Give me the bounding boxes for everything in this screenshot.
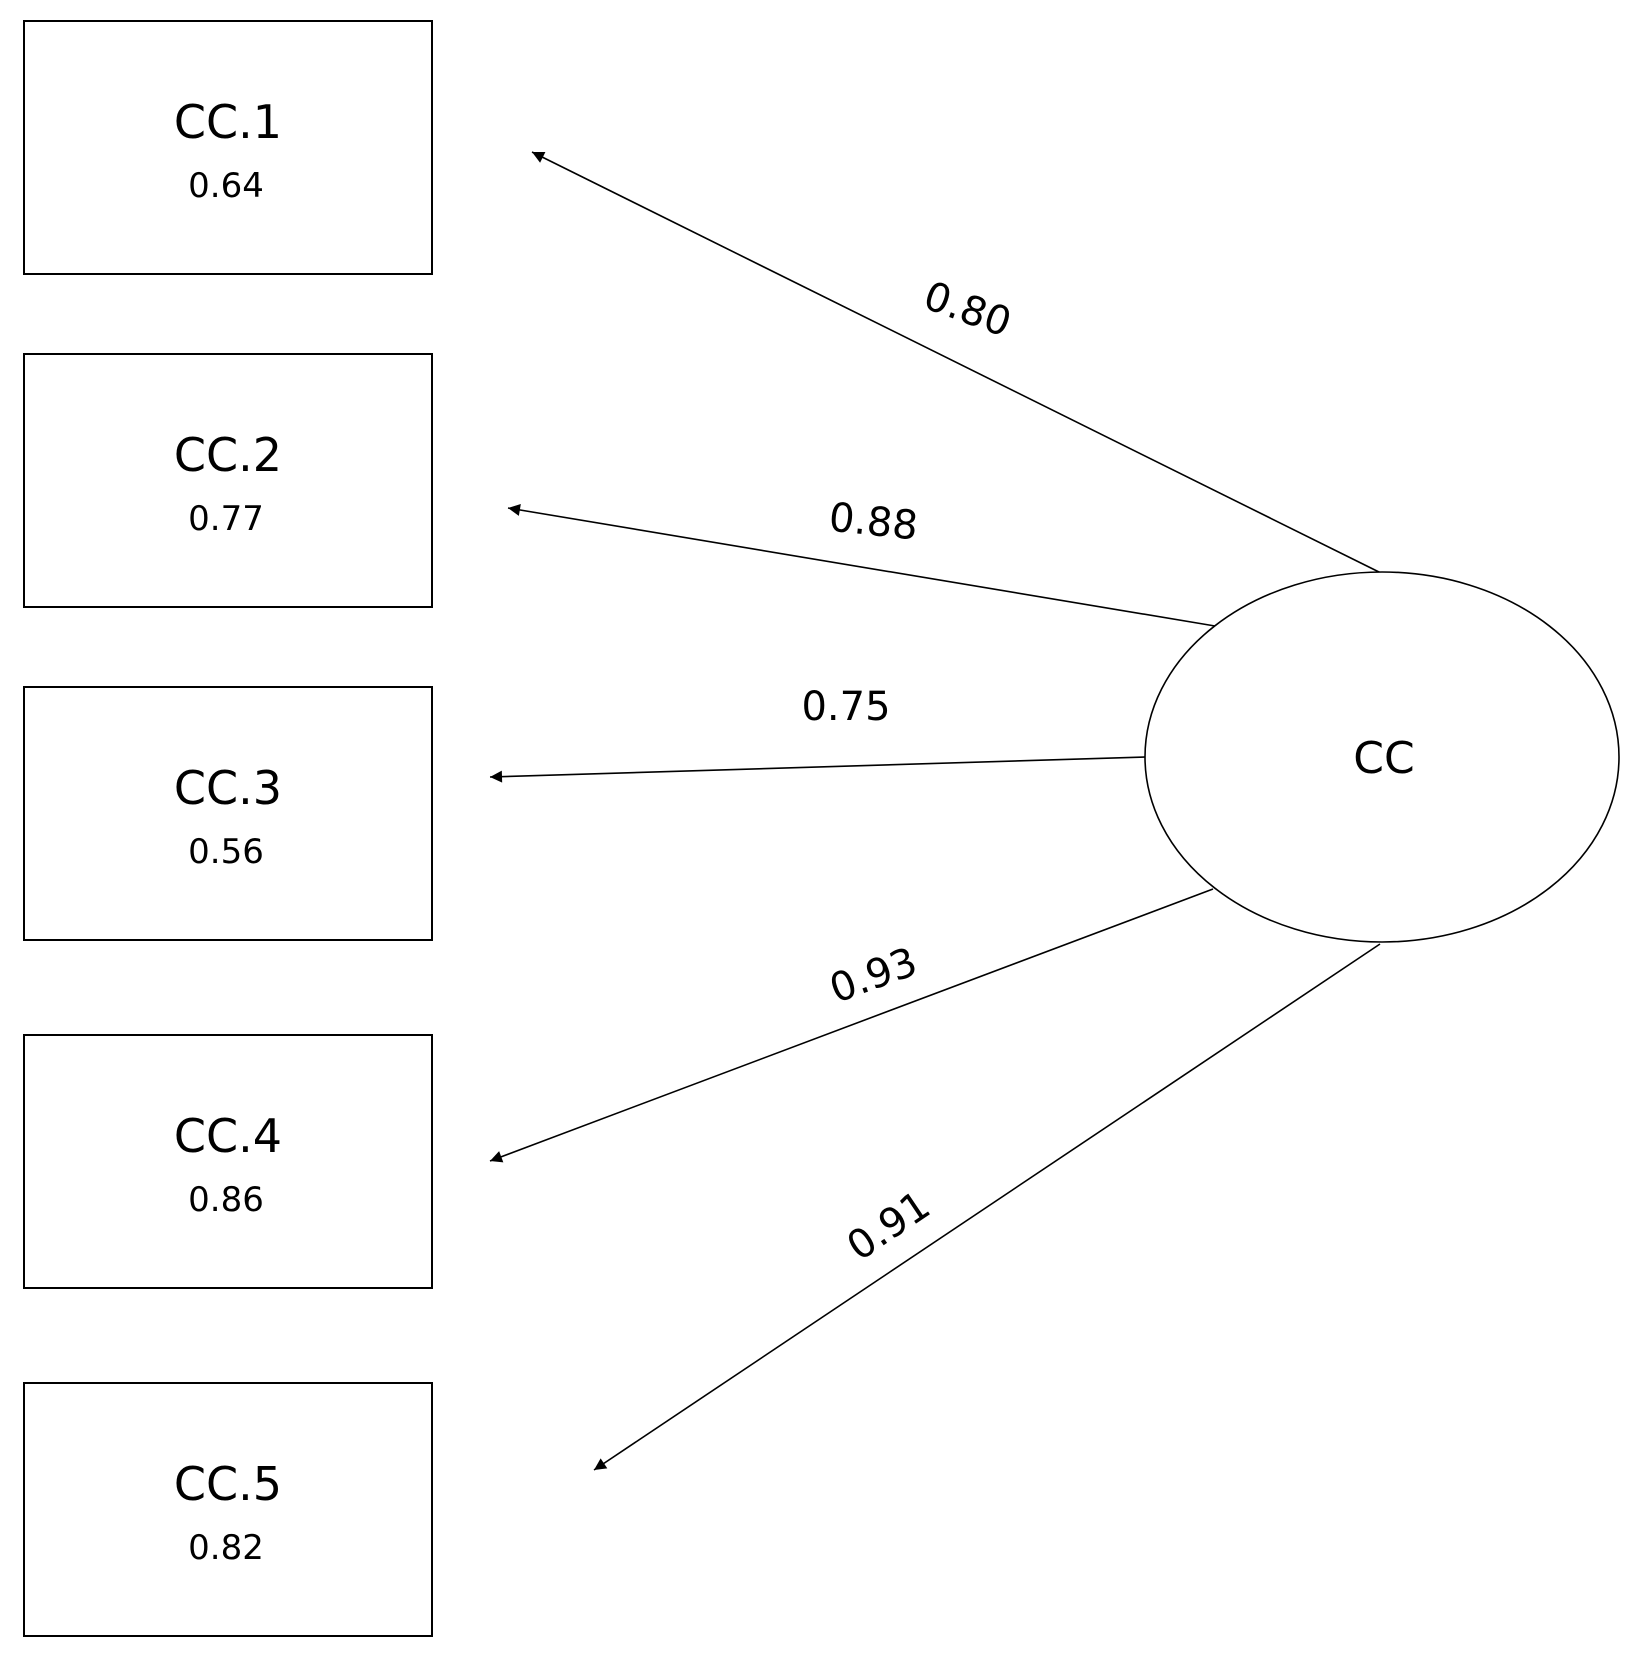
indicator-name: CC.5: [174, 1457, 282, 1511]
indicator-cc2: CC.2 0.77: [23, 353, 433, 608]
indicator-value: 0.56: [188, 832, 264, 872]
loading-label-cc4: 0.93: [824, 939, 923, 1013]
indicator-box: [23, 20, 433, 275]
indicator-box: [23, 1034, 433, 1289]
loading-label-cc5: 0.91: [839, 1182, 939, 1270]
indicator-name: CC.3: [174, 761, 282, 815]
latent-variable: CC: [1144, 571, 1620, 943]
indicator-box: [23, 353, 433, 608]
loading-label-cc1: 0.80: [918, 273, 1017, 347]
indicator-cc4: CC.4 0.86: [23, 1034, 433, 1289]
latent-name: CC: [1353, 733, 1414, 784]
indicator-name: CC.2: [174, 428, 282, 482]
indicator-cc3: CC.3 0.56: [23, 686, 433, 941]
loading-label-cc3: 0.75: [801, 684, 890, 730]
indicator-name: CC.4: [174, 1109, 282, 1163]
indicator-value: 0.82: [188, 1528, 264, 1568]
path-arrow-cc3: [489, 756, 1147, 783]
indicator-value: 0.64: [188, 166, 264, 206]
indicator-cc5: CC.5 0.82: [23, 1382, 433, 1637]
indicator-value: 0.77: [188, 499, 264, 539]
path-arrow-cc5: [593, 943, 1381, 1471]
path-arrow-cc1: [531, 151, 1382, 574]
indicator-cc1: CC.1 0.64: [23, 20, 433, 275]
path-arrow-cc4: [489, 888, 1214, 1163]
path-arrow-cc2: [507, 504, 1216, 627]
indicator-box: [23, 1382, 433, 1637]
indicator-box: [23, 686, 433, 941]
indicator-value: 0.86: [188, 1180, 264, 1220]
indicator-name: CC.1: [174, 95, 282, 149]
latent-ellipse: [1144, 571, 1620, 943]
loading-label-cc2: 0.88: [827, 495, 920, 550]
